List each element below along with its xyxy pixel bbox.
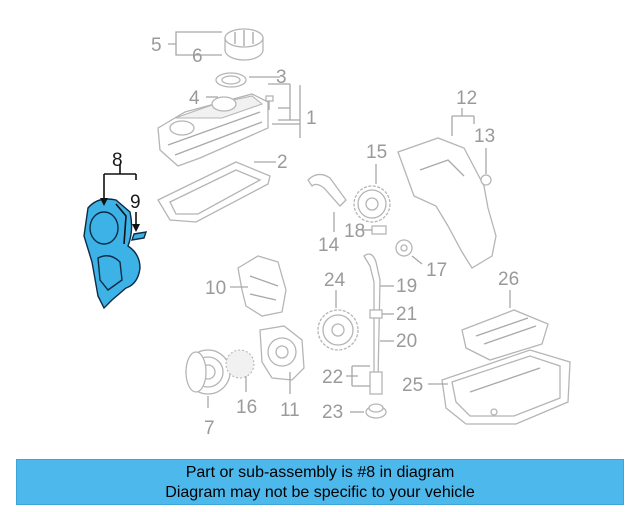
cover-bolt bbox=[265, 95, 274, 110]
callout-13: 13 bbox=[474, 126, 495, 147]
timing-belt-cover-highlighted bbox=[83, 198, 148, 310]
oil-pump bbox=[259, 325, 305, 381]
flywheel bbox=[317, 309, 359, 351]
callout-20: 20 bbox=[396, 331, 417, 352]
callout-1: 1 bbox=[306, 108, 317, 129]
crank-sprocket bbox=[225, 349, 255, 379]
callout-15: 15 bbox=[366, 142, 387, 163]
callout-3: 3 bbox=[276, 67, 287, 88]
tensioner-strip bbox=[307, 173, 347, 207]
diagram-notice-banner: Part or sub-assembly is #8 in diagram Di… bbox=[16, 459, 624, 505]
callout-11: 11 bbox=[280, 400, 300, 421]
inner-timing-cover bbox=[397, 137, 497, 269]
drain-plug bbox=[365, 403, 387, 419]
dipstick-assembly bbox=[363, 253, 383, 395]
valve-cover bbox=[157, 93, 269, 167]
callout-25: 25 bbox=[402, 375, 423, 396]
crankshaft-pulley bbox=[185, 349, 231, 395]
callout-6: 6 bbox=[192, 46, 203, 67]
callout-17: 17 bbox=[426, 260, 447, 281]
banner-line-2: Diagram may not be specific to your vehi… bbox=[165, 484, 475, 501]
camshaft-gear bbox=[353, 185, 391, 223]
callout-22: 22 bbox=[322, 367, 343, 388]
callout-8: 8 bbox=[112, 150, 123, 171]
callout-9: 9 bbox=[130, 192, 141, 213]
callout-26: 26 bbox=[498, 269, 519, 290]
banner-line-1: Part or sub-assembly is #8 in diagram bbox=[185, 464, 455, 481]
idler-pulley bbox=[395, 239, 413, 257]
callout-21: 21 bbox=[396, 304, 417, 325]
oil-pan bbox=[441, 349, 571, 425]
oil-filler-cap bbox=[224, 28, 264, 61]
rear-timing-cover bbox=[237, 255, 287, 317]
valve-cover-gasket bbox=[157, 161, 271, 223]
callout-7: 7 bbox=[204, 418, 215, 439]
callout-4: 4 bbox=[189, 88, 200, 109]
oil-pan-baffle bbox=[461, 309, 549, 361]
callout-5: 5 bbox=[151, 35, 162, 56]
callout-19: 19 bbox=[396, 276, 417, 297]
parts-diagram: 5 6 3 4 1 2 8 9 bbox=[83, 28, 571, 439]
callout-10: 10 bbox=[205, 278, 226, 299]
callout-2: 2 bbox=[277, 152, 288, 173]
callout-23: 23 bbox=[322, 402, 343, 423]
callout-14: 14 bbox=[318, 235, 340, 256]
callout-24: 24 bbox=[324, 270, 346, 291]
callout-16: 16 bbox=[236, 397, 257, 418]
callout-18: 18 bbox=[344, 221, 365, 242]
bolt-18 bbox=[371, 225, 387, 235]
callout-12: 12 bbox=[456, 88, 477, 109]
